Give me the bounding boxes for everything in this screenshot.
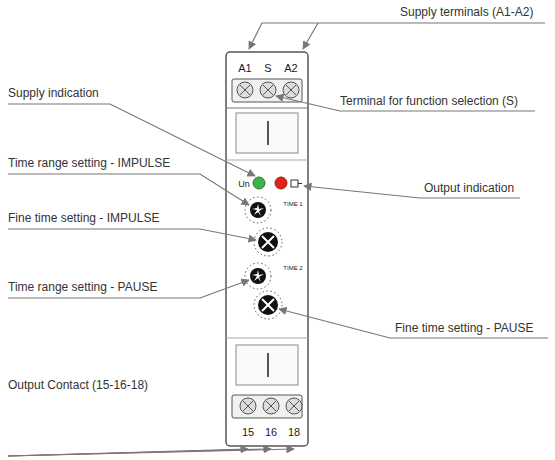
terminal-label: Un <box>238 180 250 189</box>
callout-label: Terminal for function selection (S) <box>340 94 518 108</box>
callout-label: Supply indication <box>8 86 99 100</box>
terminal-label: S <box>264 63 271 74</box>
callout-label: Supply terminals (A1-A2) <box>400 5 533 19</box>
relay-housing <box>226 52 308 446</box>
terminal-screw <box>237 82 302 414</box>
relay-body: A1 S A2UnTIME 1 TIME 2 15 16 18 <box>226 52 308 446</box>
dial-scale <box>245 197 282 319</box>
terminal-label: A1 <box>238 63 251 74</box>
callout-label: Output indication <box>424 181 514 195</box>
output-led <box>275 177 287 189</box>
terminal-label: 16 <box>265 427 277 438</box>
leader-line <box>8 23 548 456</box>
fine-knob <box>258 232 278 315</box>
terminal-label: TIME 2 <box>283 265 302 271</box>
callout-label: Time range setting - IMPULSE <box>8 156 170 170</box>
callout-label: Output Contact (15-16-18) <box>8 378 148 392</box>
callout-label: Time range setting - PAUSE <box>8 280 157 294</box>
callout-label: Fine time setting - IMPULSE <box>8 211 159 225</box>
terminal-label: TIME 1 <box>283 201 302 207</box>
terminal-label: 15 <box>242 427 254 438</box>
terminal-label: 18 <box>288 427 300 438</box>
supply-led <box>253 177 265 189</box>
callout-label: Fine time setting - PAUSE <box>395 321 534 335</box>
terminal-label: A2 <box>284 63 297 74</box>
relay-symbol <box>291 180 302 187</box>
